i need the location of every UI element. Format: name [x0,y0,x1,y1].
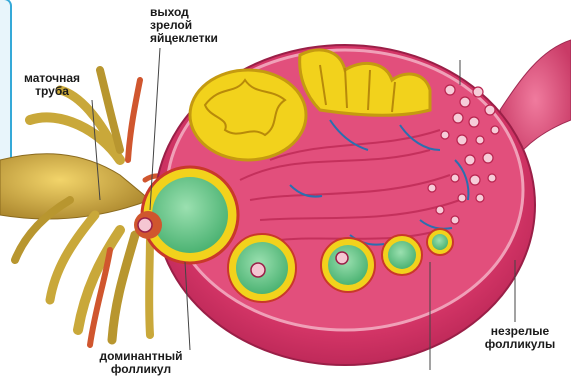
label-fallopian-tube: маточная труба [16,72,88,98]
label-immature-follicles: незрелые фолликулы [476,325,564,351]
label-egg-release-line3: яйцеклетки [150,32,218,45]
label-egg-release: выход зрелой яйцеклетки [150,6,218,45]
label-dominant-follicle-line2: фолликул [82,363,200,376]
label-fallopian-tube-line2: труба [16,85,88,98]
label-dominant-follicle: доминантный фолликул [82,350,200,376]
label-immature-follicles-line2: фолликулы [476,338,564,351]
